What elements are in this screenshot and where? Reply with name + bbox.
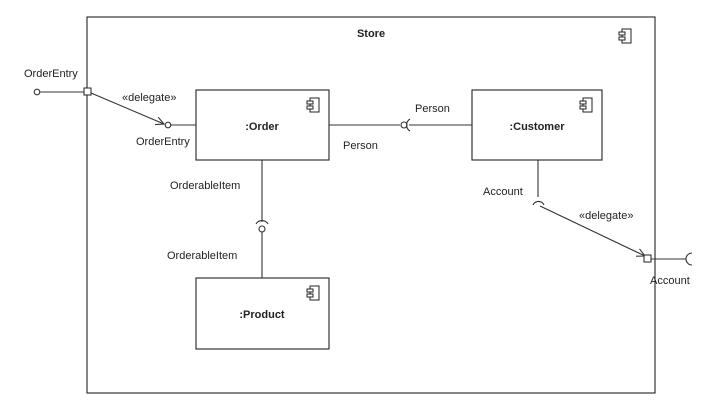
- order-entry-external-label: OrderEntry: [24, 68, 78, 80]
- orderable-item-socket: [255, 220, 269, 225]
- customer-name: :Customer: [509, 121, 565, 133]
- delegate-left-label: «delegate»: [122, 92, 176, 104]
- account-external-label: Account: [650, 275, 690, 287]
- store-title: Store: [357, 28, 385, 40]
- delegate-right-label: «delegate»: [579, 210, 633, 222]
- product-name: :Product: [239, 309, 285, 321]
- order-entry-internal-label: OrderEntry: [136, 136, 190, 148]
- store-container: [86, 16, 656, 394]
- orderable-item-product-label: OrderableItem: [167, 250, 237, 262]
- account-socket-external: [685, 252, 693, 266]
- right-boundary-port: [643, 254, 652, 263]
- account-socket: [532, 200, 545, 206]
- person-socket: [406, 118, 411, 132]
- order-entry-lollipop-order: [164, 121, 172, 129]
- left-boundary-port: [83, 87, 92, 96]
- orderable-item-order-label: OrderableItem: [170, 180, 240, 192]
- person-customer-label: Person: [415, 103, 450, 115]
- person-order-label: Person: [343, 140, 378, 152]
- delegate-right-connector: [539, 205, 645, 256]
- delegate-left-connector: [90, 92, 164, 124]
- account-customer-label: Account: [483, 186, 523, 198]
- order-name: :Order: [245, 121, 279, 133]
- orderable-item-lollipop: [258, 225, 266, 233]
- order-entry-lollipop-external: [33, 88, 41, 96]
